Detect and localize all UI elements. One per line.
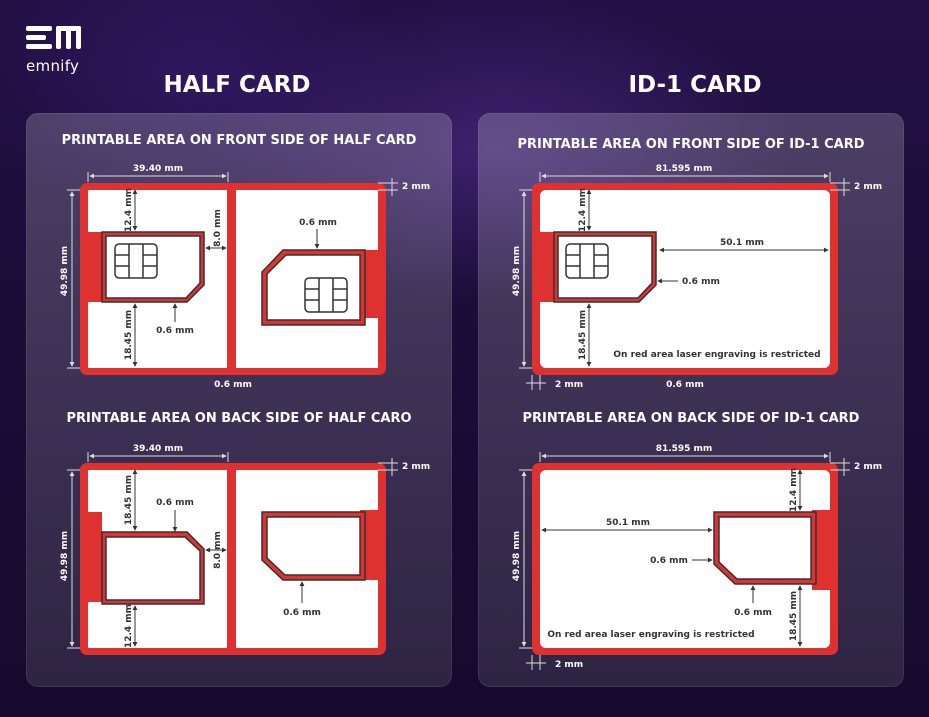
- id1-front-title: PRINTABLE AREA ON FRONT SIDE OF ID-1 CAR…: [517, 137, 865, 152]
- id1-front-card: [519, 172, 850, 390]
- half-front-top: 12.4 mm: [124, 188, 134, 232]
- half-front-height: 49.98 mm: [60, 246, 70, 296]
- id1-front-right: 50.1 mm: [720, 238, 764, 248]
- half-front-bottom-gap: 0.6 mm: [214, 380, 252, 390]
- id1-back-note: On red area laser engraving is restricte…: [547, 630, 754, 640]
- brand-name: emnify: [26, 57, 80, 75]
- half-front-card: [67, 172, 398, 375]
- id1-back-height: 49.98 mm: [512, 531, 522, 581]
- id1-front-gap: 0.6 mm: [682, 277, 720, 287]
- id1-back-left: 50.1 mm: [606, 518, 650, 528]
- id1-back-gap-left: 0.6 mm: [650, 556, 688, 566]
- id1-front-bottom: 18.45 mm: [578, 310, 588, 360]
- id1-front-note: On red area laser engraving is restricte…: [613, 350, 820, 360]
- id1-card-title: ID-1 CARD: [628, 72, 762, 98]
- id1-front-margin: 2 mm: [854, 182, 882, 192]
- half-back-side: 8.0 mm: [213, 531, 223, 569]
- half-front-bottom: 18.45 mm: [124, 310, 134, 360]
- id1-front-height: 49.98 mm: [512, 246, 522, 296]
- half-back-bottom: 12.4 mm: [124, 604, 134, 648]
- id1-back-title: PRINTABLE AREA ON BACK SIDE OF ID-1 CARD: [522, 411, 860, 426]
- half-back-top: 18.45 mm: [124, 475, 134, 525]
- half-back-title: PRINTABLE AREA ON BACK SIDE OF HALF CARO: [66, 411, 412, 426]
- id1-front-width: 81.595 mm: [656, 164, 713, 174]
- half-back-height: 49.98 mm: [60, 531, 70, 581]
- id1-back-gap-bottom: 0.6 mm: [734, 608, 772, 618]
- half-front-width: 39.40 mm: [133, 164, 183, 174]
- id1-back-card: [519, 452, 850, 670]
- half-back-margin: 2 mm: [402, 462, 430, 472]
- id1-back-width: 81.595 mm: [656, 444, 713, 454]
- id1-back-bottom: 18.45 mm: [789, 591, 799, 641]
- id1-front-left-margin: 2 mm: [555, 380, 583, 390]
- half-front-side: 8.0 mm: [213, 209, 223, 247]
- emnify-logo-mark: [26, 26, 81, 49]
- id1-front-top: 12.4 mm: [578, 188, 588, 232]
- half-back-gap-top: 0.6 mm: [156, 498, 194, 508]
- half-back-card: [67, 452, 398, 655]
- half-back-gap-right: 0.6 mm: [283, 608, 321, 618]
- id1-back-left-margin: 2 mm: [555, 660, 583, 670]
- id1-back-margin: 2 mm: [854, 462, 882, 472]
- half-front-gap-top: 0.6 mm: [299, 218, 337, 228]
- id1-front-bottom-gap: 0.6 mm: [666, 380, 704, 390]
- half-card-title: HALF CARD: [163, 72, 311, 98]
- half-front-margin: 2 mm: [402, 182, 430, 192]
- half-front-gap-bottom: 0.6 mm: [156, 326, 194, 336]
- id1-back-top: 12.4 mm: [789, 468, 799, 512]
- half-back-width: 39.40 mm: [133, 444, 183, 454]
- half-front-title: PRINTABLE AREA ON FRONT SIDE OF HALF CAR…: [61, 133, 417, 148]
